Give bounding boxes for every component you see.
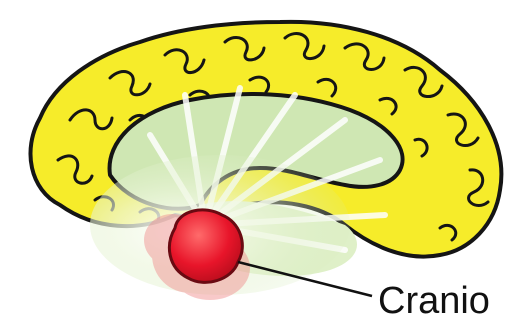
highlighted-structure bbox=[169, 210, 242, 282]
callout-label: Cranio bbox=[378, 279, 490, 323]
